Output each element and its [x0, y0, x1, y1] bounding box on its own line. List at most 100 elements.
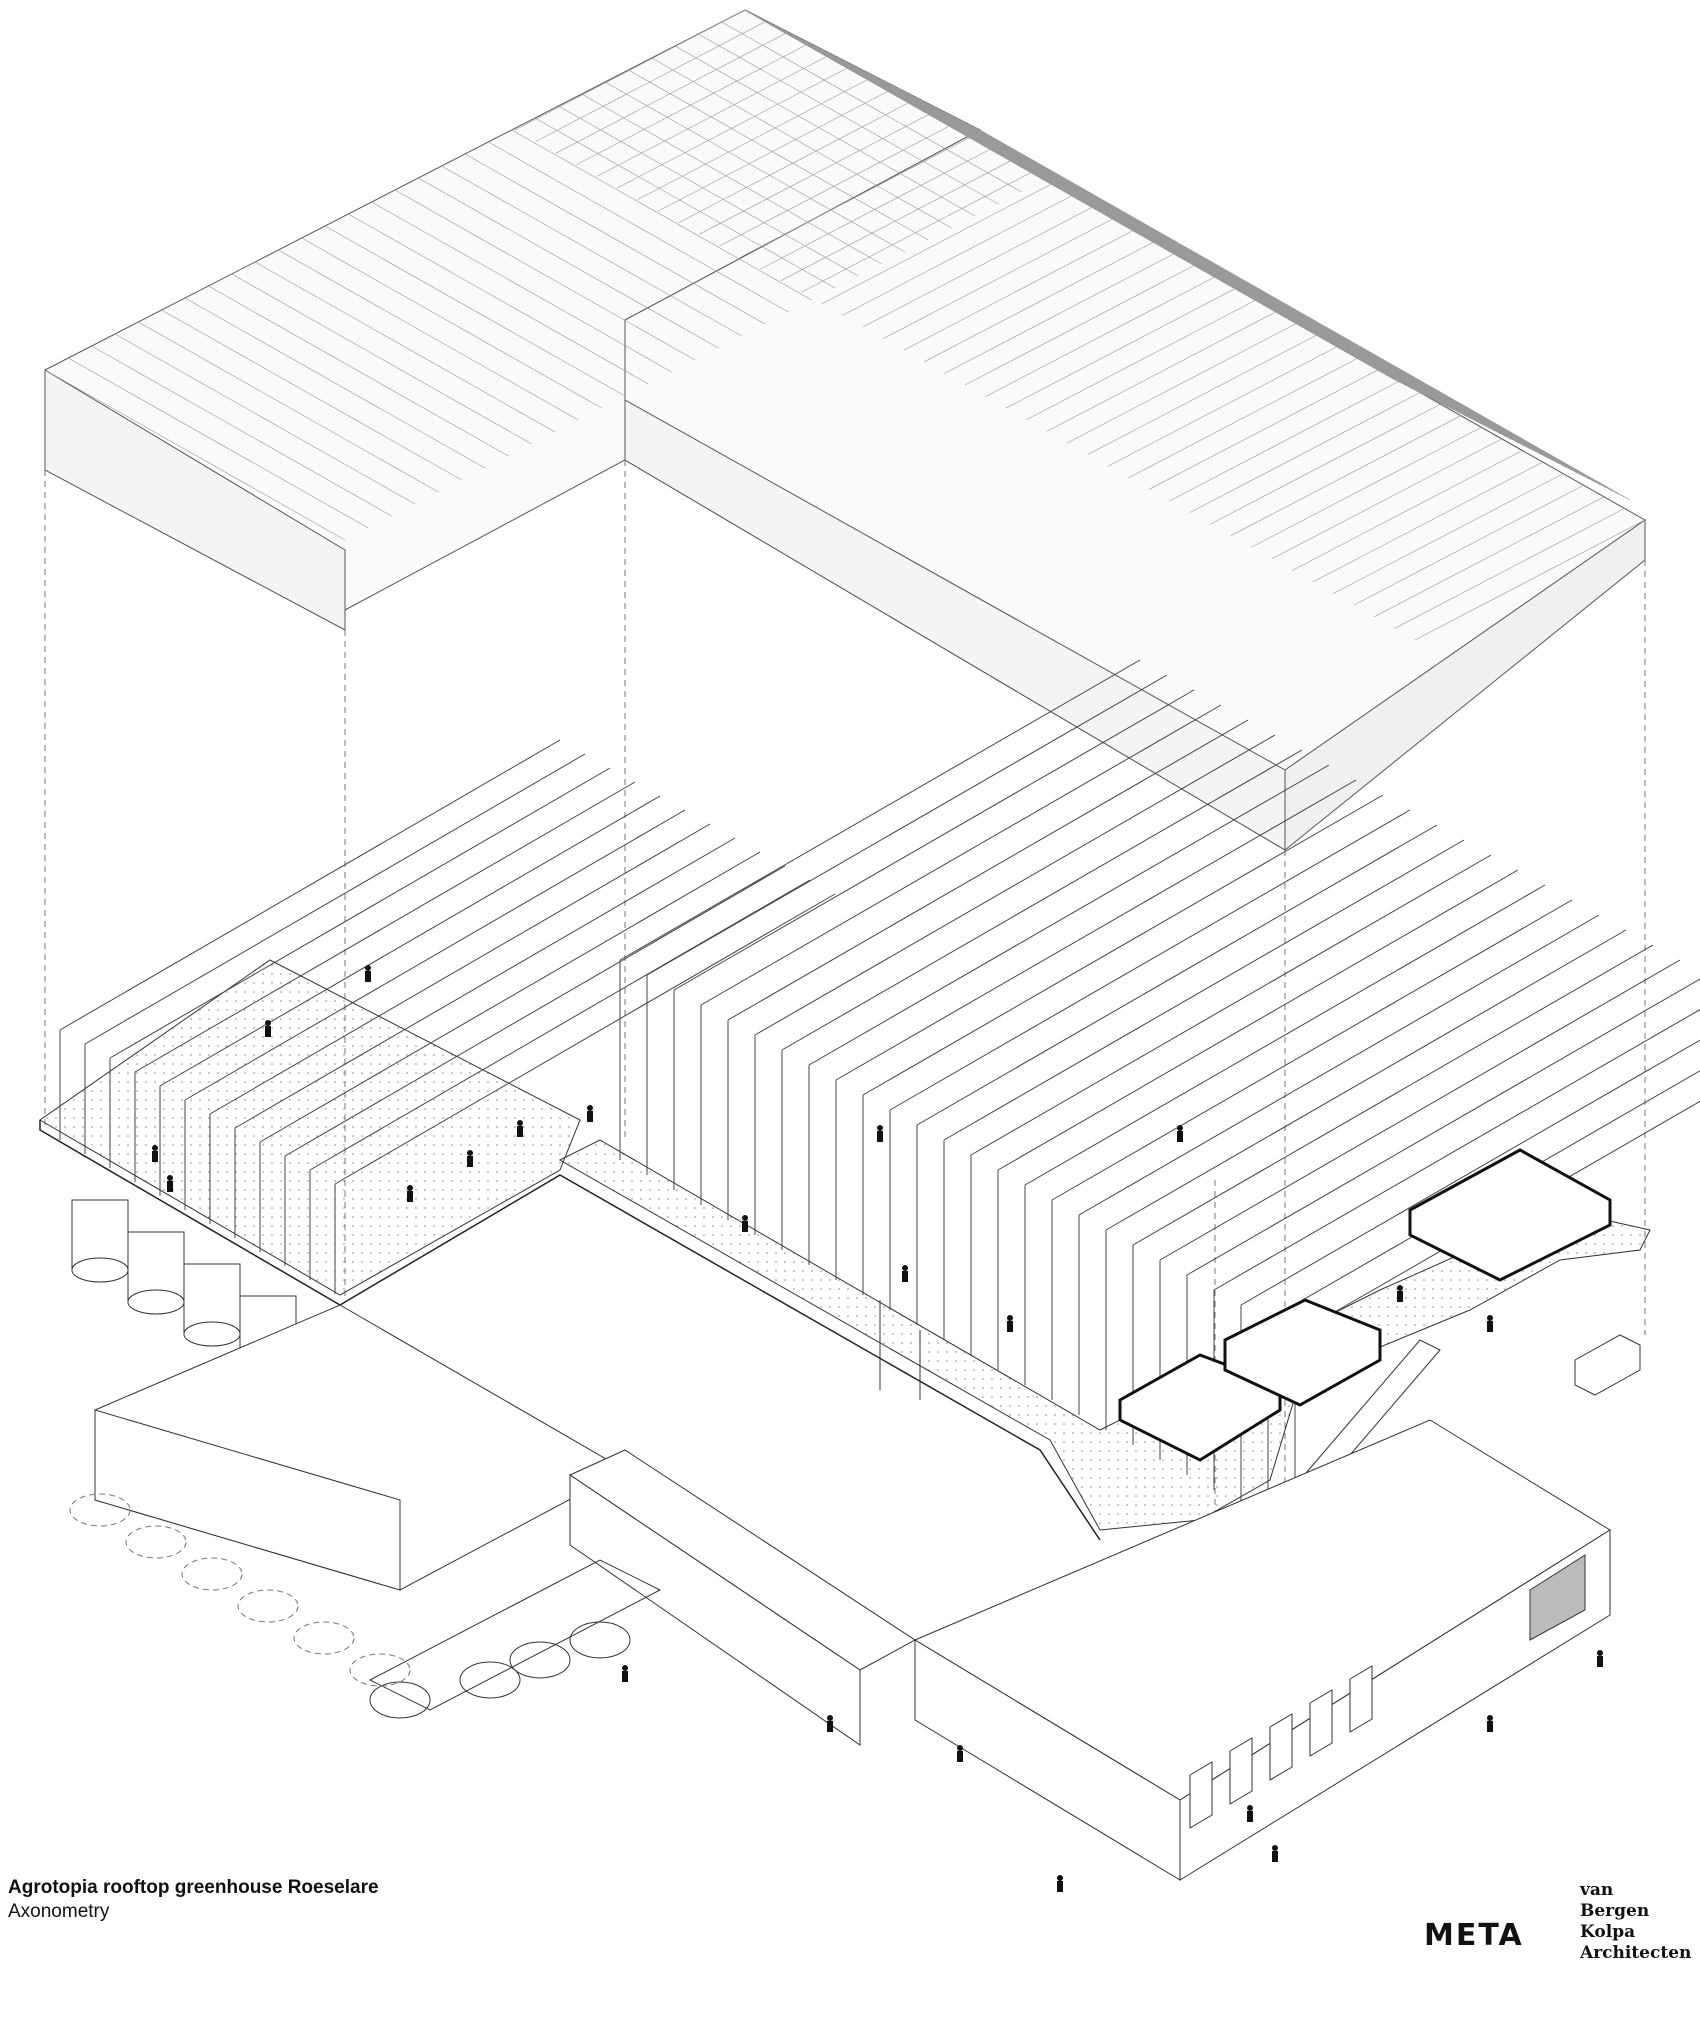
person-head — [152, 1145, 158, 1151]
tank — [509, 1641, 571, 1679]
person-body — [957, 1751, 963, 1762]
roof-grid-line — [138, 321, 439, 493]
person-body — [1487, 1721, 1493, 1732]
roof-grid-line — [464, 153, 766, 325]
person-body — [365, 971, 371, 982]
truss-beam — [284, 865, 786, 1157]
existing-building — [69, 1304, 1611, 1881]
roof-grid-line — [91, 345, 392, 517]
truss-beam — [1132, 944, 1654, 1246]
drawing-subtitle: Axonometry — [8, 1901, 110, 1922]
floor-edge — [39, 1120, 1101, 1541]
truss-beam — [970, 854, 1492, 1156]
dark-panel — [1529, 1554, 1586, 1641]
roof-grid-line — [964, 264, 1196, 386]
roof-grid-line — [576, 44, 807, 166]
roof-grid-line — [1087, 334, 1318, 455]
roof-grid-line — [1414, 519, 1646, 641]
office-box-3 — [1408, 1148, 1612, 1282]
roof-grid-line — [1333, 473, 1564, 594]
roof-grid-line — [301, 237, 602, 409]
roof-grid-line — [1210, 403, 1441, 525]
person-head — [365, 965, 371, 971]
office-box-2 — [1223, 1298, 1382, 1407]
person-body — [265, 1026, 271, 1037]
roof-grid-line — [394, 189, 696, 361]
person-body — [1057, 1881, 1063, 1892]
office-boxes — [1118, 1148, 1612, 1462]
person-head — [1272, 1845, 1278, 1851]
person-head — [1007, 1315, 1013, 1321]
roof-grid-line — [739, 137, 971, 258]
roof-grid-line — [883, 218, 1114, 339]
person-body — [1247, 1811, 1253, 1822]
person-body — [1177, 1131, 1183, 1142]
roof-grid-line — [719, 125, 950, 247]
truss-beam — [209, 823, 711, 1115]
person-body — [407, 1191, 413, 1202]
person-head — [1247, 1805, 1253, 1811]
roof-grid-line — [604, 81, 906, 253]
truss-beam — [1240, 1039, 1700, 1306]
person-head — [742, 1215, 748, 1221]
roof-grid-line — [1046, 311, 1277, 432]
roof-grid-line — [862, 206, 1093, 328]
truss-beam — [1024, 884, 1546, 1186]
person-head — [587, 1105, 593, 1111]
person-body — [467, 1156, 473, 1167]
roof-grid-line — [979, 129, 1631, 501]
person-body — [1597, 1656, 1603, 1667]
person-head — [265, 1020, 271, 1026]
silo-base — [127, 1289, 185, 1315]
person-body — [1272, 1851, 1278, 1862]
drawing-title: Agrotopia rooftop greenhouse Roeselare — [8, 1877, 379, 1898]
roof-grid-line — [254, 261, 556, 433]
roof-grid-line — [1353, 484, 1584, 606]
roof-grid-line — [1292, 450, 1523, 571]
roof-grid-line — [1230, 415, 1462, 536]
building-left-block-front — [94, 1409, 401, 1591]
truss-beam — [134, 781, 636, 1073]
roof-grid-line — [985, 276, 1216, 397]
person-head — [877, 1125, 883, 1131]
truss-beam — [84, 753, 586, 1045]
roof-grid-line — [1026, 299, 1257, 421]
roof-grid-line — [371, 201, 672, 373]
vbk-logo-line3: Architecten — [1580, 1943, 1692, 1963]
person-body — [1397, 1291, 1403, 1302]
person-body — [587, 1111, 593, 1122]
truss-beam — [1159, 959, 1681, 1261]
roof-grid-line — [617, 67, 848, 189]
silo-base — [71, 1257, 129, 1283]
person-head — [957, 1745, 963, 1751]
truss-beam — [700, 704, 1222, 1006]
roof-grid-line — [678, 102, 909, 223]
truss-beam — [646, 674, 1168, 976]
loading-door — [1189, 1761, 1213, 1829]
truss-beam — [1051, 899, 1573, 1201]
roof-grid-line — [581, 93, 882, 265]
tank — [369, 1681, 431, 1719]
ghost-silo — [125, 1525, 187, 1559]
truss-beam — [1186, 978, 1700, 1276]
roof-grid-line — [418, 177, 719, 349]
truss-beam — [1213, 1009, 1700, 1291]
truss-beam — [781, 749, 1303, 1051]
truss-beam — [916, 824, 1438, 1126]
vbk-logo: van Bergen Kolpa Architecten — [1580, 1880, 1700, 1964]
roof-grid-line — [658, 90, 889, 212]
people-figures — [152, 965, 1603, 1892]
roof-trusses — [59, 659, 1700, 1535]
person-head — [1487, 1315, 1493, 1321]
ghost-silo — [293, 1621, 355, 1655]
roof-grid-line — [1128, 357, 1359, 478]
person-body — [877, 1131, 883, 1142]
truss-beam — [889, 809, 1411, 1111]
truss-beam — [835, 779, 1357, 1081]
roof-grid-line — [821, 183, 1052, 305]
person-head — [1057, 1875, 1063, 1881]
person-body — [622, 1671, 628, 1682]
truss-beam — [234, 837, 736, 1129]
truss-beam — [334, 893, 836, 1185]
ghost-silo — [349, 1653, 411, 1687]
